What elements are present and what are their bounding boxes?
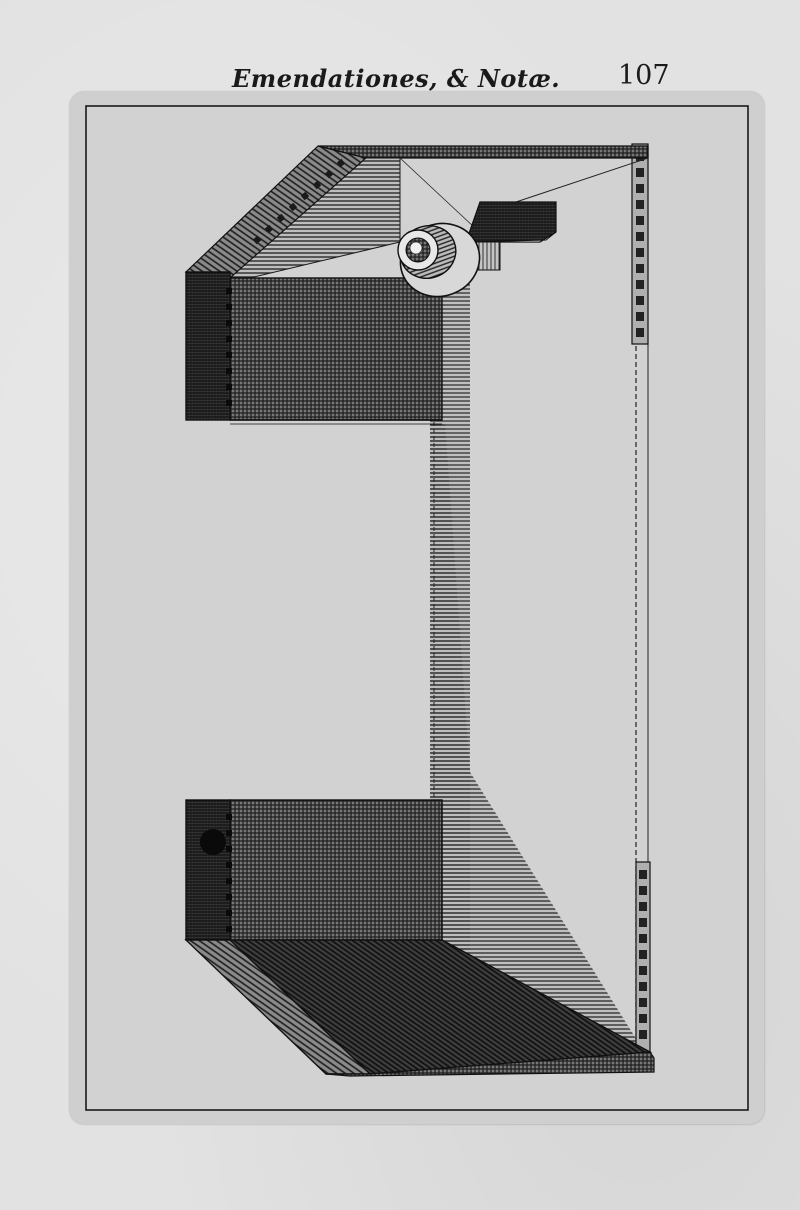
lower-block-front (229, 799, 443, 941)
running-head: Emendationes, & Notæ. (232, 64, 561, 93)
lower-window-column (635, 861, 651, 1053)
upper-window-column (631, 143, 649, 345)
page-number: 107 (618, 60, 670, 91)
top-diagonal-windows (252, 158, 346, 245)
engraving-illustration (85, 105, 749, 1111)
top-rim (317, 145, 649, 159)
upper-block-front (229, 277, 443, 421)
lens-tube (397, 222, 481, 298)
back-wall-shading (430, 422, 640, 1052)
aperture-hole (200, 829, 226, 855)
upper-block-side (185, 271, 231, 421)
lower-block-side (185, 799, 231, 941)
bottom-rim (325, 1051, 655, 1077)
top-inner-slope (228, 157, 401, 279)
engraving-plate (70, 92, 764, 1124)
